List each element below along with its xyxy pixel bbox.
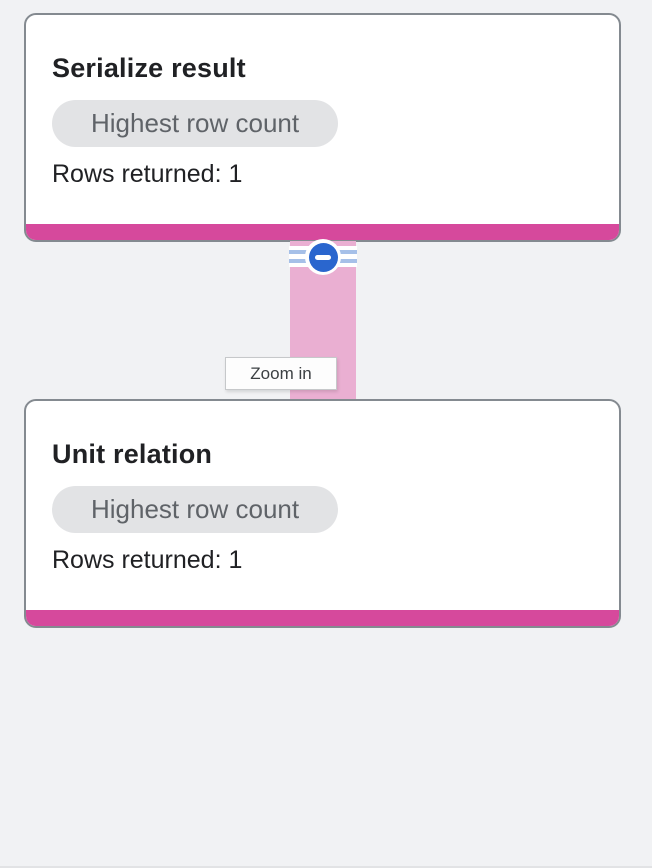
stage-card-body: Serialize result Highest row count Rows … (26, 15, 619, 190)
minus-glyph (315, 254, 331, 260)
stage-card-unit-relation[interactable]: Unit relation Highest row count Rows ret… (24, 399, 621, 628)
rows-returned-label: Rows returned: 1 (52, 546, 243, 574)
stage-title: Serialize result (52, 53, 246, 83)
viewport-bottom-edge (0, 866, 652, 868)
stage-accent-bar (26, 610, 619, 626)
zoom-in-tooltip: Zoom in (225, 357, 337, 390)
highest-row-count-badge: Highest row count (52, 100, 339, 147)
rows-returned-label: Rows returned: 1 (52, 160, 243, 188)
collapse-edge-button[interactable] (305, 239, 341, 275)
stage-card-body: Unit relation Highest row count Rows ret… (26, 401, 619, 576)
stage-card-serialize-result[interactable]: Serialize result Highest row count Rows … (24, 13, 621, 242)
highest-row-count-badge: Highest row count (52, 486, 339, 533)
stage-title: Unit relation (52, 439, 213, 469)
stage-accent-bar (26, 224, 619, 240)
minus-circle-icon (308, 242, 338, 272)
